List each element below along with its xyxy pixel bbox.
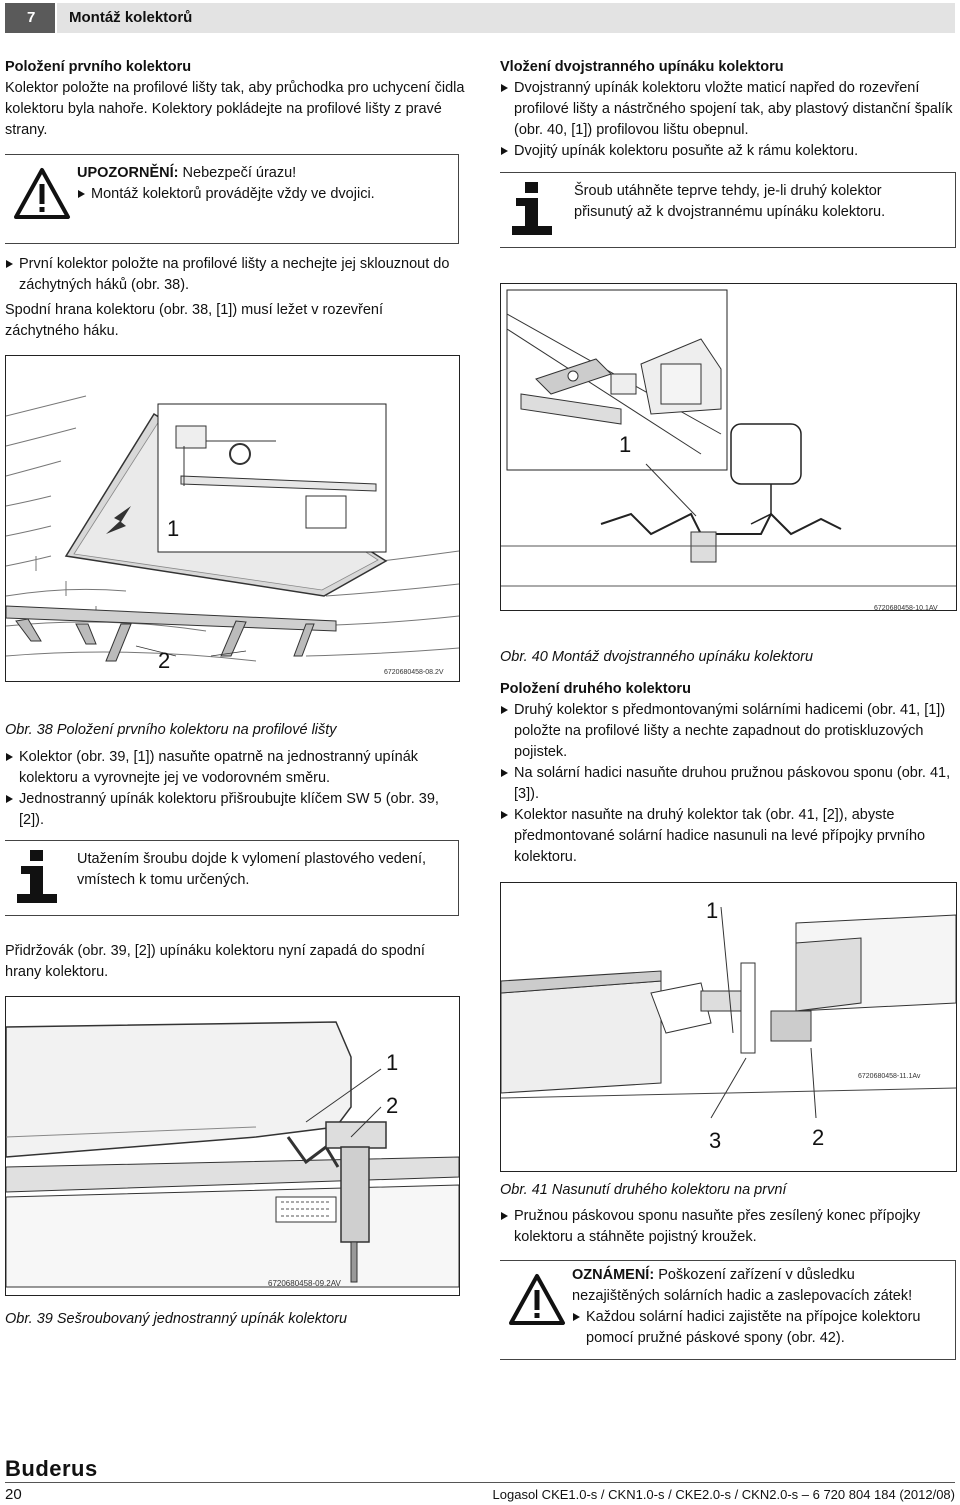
fig41-caption-label: Obr. 41 [500, 1182, 548, 1198]
info-box-left: Utažením šroubu dojde k vylomení plastov… [5, 840, 459, 916]
warning-line: UPOZORNĚNÍ: Nebezpečí úrazu! [77, 163, 447, 184]
document-reference: Logasol CKE1.0-s / CKN1.0-s / CKE2.0-s /… [492, 1487, 955, 1502]
info-icon [512, 182, 552, 235]
figure-39: 1 2 6720680458-09.2AV [5, 996, 460, 1296]
fig38-code: 6720680458-08.2V [384, 669, 444, 676]
brand-logo: Buderus [5, 1456, 98, 1481]
info-text-right: Šroub utáhněte teprve tehdy, je-li druhý… [574, 183, 886, 220]
bullet-slide-double-clamp: Dvojitý upínák kolektoru posuňte až k rá… [500, 141, 955, 162]
bullet-screw-clamp: Jednostranný upínák kolektoru přišroubuj… [5, 789, 460, 831]
figure-41: 1 3 2 6720680458-11.1Av [500, 882, 957, 1172]
notice-title: OZNÁMENÍ: [572, 1267, 655, 1283]
fig39-caption-label: Obr. 39 [5, 1311, 53, 1327]
notice-text: Poškození zařízení v důsledku nezajištěn… [572, 1267, 913, 1304]
fig41-caption: Obr. 41 Nasunutí druhého kolektoru na pr… [500, 1180, 786, 1201]
fig40-caption-label: Obr. 40 [500, 649, 548, 665]
bullet-place-first-collector: První kolektor položte na profilové lišt… [5, 254, 460, 296]
bullet-solar-hose-clip: Na solární hadici nasuňte druhou pružnou… [500, 763, 955, 805]
fig38-caption: Obr. 38 Položení prvního kolektoru na pr… [5, 720, 337, 741]
fig38-label-1: 1 [167, 516, 180, 541]
right-section-1: Vložení dvojstranného upínáku kolektoru … [500, 57, 955, 162]
section-title-second-collector: Položení druhého kolektoru [500, 681, 691, 697]
text-holder: Přidržovák (obr. 39, [2]) upínáku kolekt… [5, 943, 425, 980]
fig41-label-2: 2 [812, 1125, 825, 1150]
left-section-1: Položení prvního kolektoru Kolektor polo… [5, 57, 465, 141]
right-bullets-3: Pružnou páskovou sponu nasuňte přes zesí… [500, 1206, 955, 1248]
fig41-label-3: 3 [709, 1128, 722, 1153]
second-collector-illustration [501, 906, 956, 1119]
figure-38: 1 2 6720680458-08.2V [5, 355, 460, 682]
right-section-2: Položení druhého kolektoru Druhý kolekto… [500, 679, 955, 868]
bullet-insert-double-clamp: Dvojstranný upínák kolektoru vložte mati… [500, 78, 955, 141]
fig39-code: 6720680458-09.2AV [268, 1279, 341, 1288]
bullet-push-collector: Kolektor nasuňte na druhý kolektor tak (… [500, 805, 955, 868]
chapter-number: 7 [5, 3, 55, 33]
bullet-clip-over-end: Pružnou páskovou sponu nasuňte přes zesí… [500, 1206, 955, 1248]
bullet-place-second-collector: Druhý kolektor s předmontovanými solární… [500, 700, 955, 763]
fig41-code: 6720680458-11.1Av [858, 1073, 921, 1080]
collector-on-roof-illustration [6, 395, 459, 662]
notice-line: OZNÁMENÍ: Poškození zařízení v důsledku … [572, 1265, 942, 1307]
double-clamp-illustration [501, 289, 956, 587]
bullet-slide-collector: Kolektor (obr. 39, [1]) nasuňte opatrně … [5, 747, 460, 789]
fig39-caption-text: Sešroubovaný jednostranný upínák kolekto… [56, 1311, 348, 1327]
section-title-double-clamp: Vložení dvojstranného upínáku kolektoru [500, 59, 784, 75]
page-number: 20 [5, 1486, 22, 1503]
info-icon [17, 850, 57, 903]
notice-box: OZNÁMENÍ: Poškození zařízení v důsledku … [500, 1260, 956, 1360]
fig38-label-2: 2 [158, 648, 171, 673]
section-title-first-collector: Položení prvního kolektoru [5, 59, 192, 75]
left-instructions: První kolektor položte na profilové lišt… [5, 254, 460, 342]
footer-divider [5, 1482, 955, 1483]
fig41-caption-text: Nasunutí druhého kolektoru na první [551, 1182, 787, 1198]
info-text-left: Utažením šroubu dojde k vylomení plastov… [77, 851, 427, 888]
warning-triangle-icon [14, 168, 70, 219]
clamp-detail-illustration [6, 1021, 459, 1288]
section-text: Kolektor položte na profilové lišty tak,… [5, 80, 465, 138]
fig40-caption-text: Montáž dvojstranného upínáku kolektoru [551, 649, 814, 665]
left-bullets-2: Kolektor (obr. 39, [1]) nasuňte opatrně … [5, 747, 460, 831]
fig39-caption: Obr. 39 Sešroubovaný jednostranný upínák… [5, 1309, 347, 1330]
warning-box: UPOZORNĚNÍ: Nebezpečí úrazu! Montáž kole… [5, 154, 459, 244]
fig41-label-1: 1 [706, 898, 719, 923]
notice-bullet: Každou solární hadici zajistěte na přípo… [572, 1307, 942, 1349]
fig38-caption-text: Položení prvního kolektoru na profilové … [56, 722, 337, 738]
info-box-right: Šroub utáhněte teprve tehdy, je-li druhý… [500, 172, 956, 248]
figure-40: 1 6720680458-10.1AV [500, 283, 957, 611]
warning-bullet: Montáž kolektorů provádějte vždy ve dvoj… [77, 184, 447, 205]
fig40-caption: Obr. 40 Montáž dvojstranného upínáku kol… [500, 647, 813, 668]
fig39-label-1: 1 [386, 1050, 399, 1075]
text-bottom-edge: Spodní hrana kolektoru (obr. 38, [1]) mu… [5, 302, 383, 339]
chapter-title: Montáž kolektorů [57, 3, 955, 33]
fig38-caption-label: Obr. 38 [5, 722, 53, 738]
warning-title: UPOZORNĚNÍ: [77, 165, 179, 181]
warning-triangle-icon [509, 1274, 565, 1325]
fig40-code: 6720680458-10.1AV [874, 605, 938, 611]
fig39-label-2: 2 [386, 1093, 399, 1118]
fig40-label-1: 1 [619, 432, 632, 457]
warning-text: Nebezpečí úrazu! [178, 165, 297, 181]
